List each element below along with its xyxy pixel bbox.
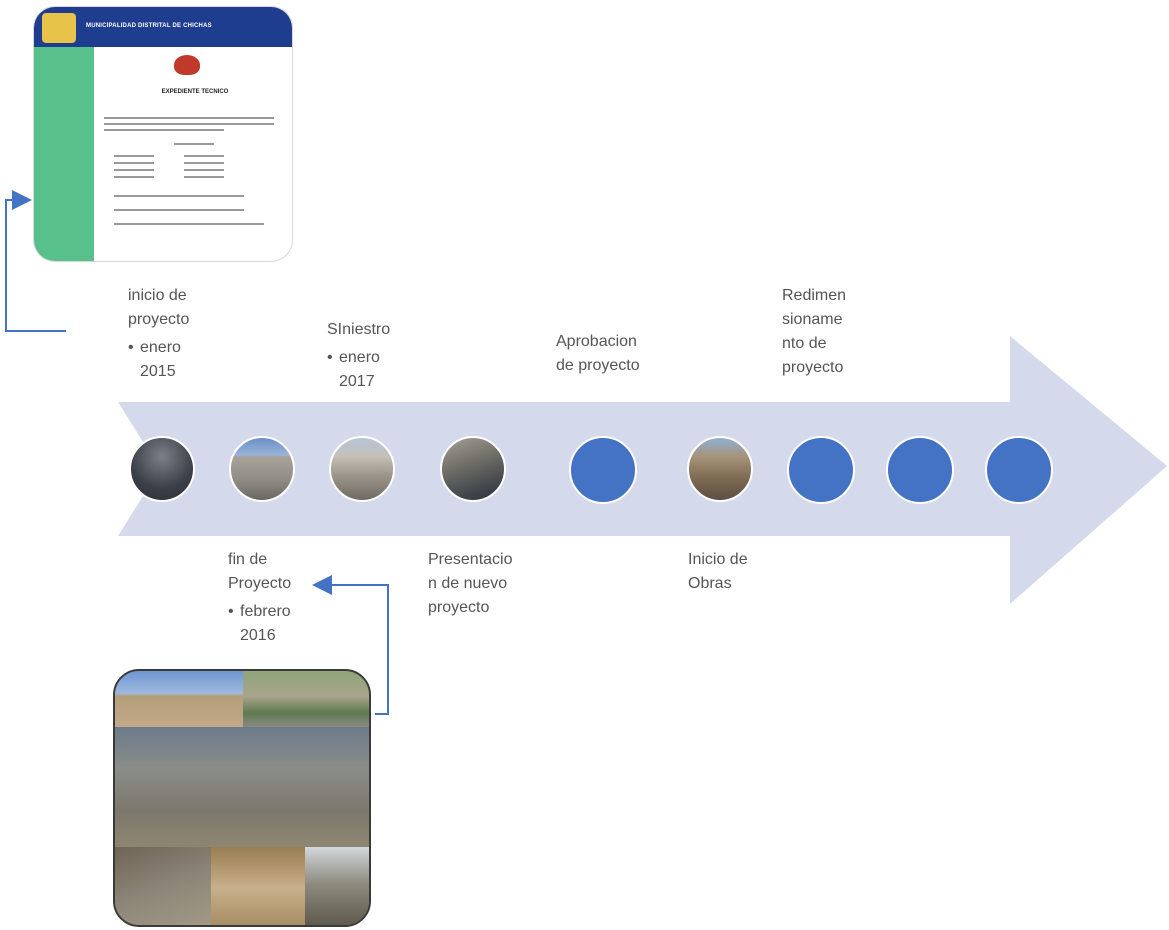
doc-text-line [184,169,224,171]
connector-arrow-icon [312,575,389,715]
doc-header-text: MUNICIPALIDAD DISTRITAL DE CHICHAS [86,23,212,29]
doc-text-line [114,209,244,211]
doc-title: EXPEDIENTE TECNICO [161,89,229,95]
milestone-fin: fin de Proyecto febrero 2016 [228,548,291,648]
doc-text-line [184,176,224,178]
milestone-date: enero 2017 [327,346,390,394]
timeline-dot-7 [787,436,855,504]
doc-text-line [184,155,224,157]
milestone-siniestro: SIniestro enero 2017 [327,318,390,394]
timeline-dot-9 [985,436,1053,504]
milestone-aprobacion: Aprobacion de proyecto [556,333,640,374]
document-thumbnail: MUNICIPALIDAD DISTRITAL DE CHICHAS EXPED… [33,6,293,262]
milestone-title: inicio de proyecto [128,287,190,328]
collage-photo [243,671,369,727]
milestone-date: enero 2015 [128,336,189,384]
doc-text-line [184,162,224,164]
photo-circle-2 [229,436,295,502]
doc-text-line [114,223,264,225]
collage-photo [305,847,369,925]
milestone-title: fin de Proyecto [228,551,292,592]
milestone-redimensionamiento: Redimen sioname nto de proyecto [782,287,847,376]
milestone-date: febrero 2016 [228,600,291,648]
doc-text-line [104,117,274,119]
collage-photo [115,847,211,925]
doc-text-line [104,129,224,131]
timeline-dot-5 [569,436,637,504]
photo-collage [113,669,371,927]
photo-circle-3 [329,436,395,502]
collage-photo [115,727,369,847]
doc-sidebar [34,47,94,261]
municipal-logo-icon [42,13,76,43]
milestone-presentacion: Presentacio n de nuevo proyecto [428,551,513,616]
photo-circle-6 [687,436,753,502]
connector-arrow-icon [5,190,66,332]
timeline-arrow [118,336,1167,604]
photo-circle-1 [129,436,195,502]
doc-text-line [114,176,154,178]
doc-text-line [114,169,154,171]
coat-of-arms-icon [174,55,200,75]
timeline-dot-8 [886,436,954,504]
doc-header: MUNICIPALIDAD DISTRITAL DE CHICHAS [34,7,292,47]
doc-text-line [114,162,154,164]
milestone-inicio-obras: Inicio de Obras [688,551,748,592]
collage-photo [115,671,243,727]
photo-circle-4 [440,436,506,502]
milestone-title: SIniestro [327,321,391,338]
milestone-inicio: inicio de proyecto enero 2015 [128,284,189,384]
doc-text-line [114,155,154,157]
doc-text-line [174,143,214,145]
doc-text-line [114,195,244,197]
collage-photo [211,847,305,925]
doc-text-line [104,123,274,125]
